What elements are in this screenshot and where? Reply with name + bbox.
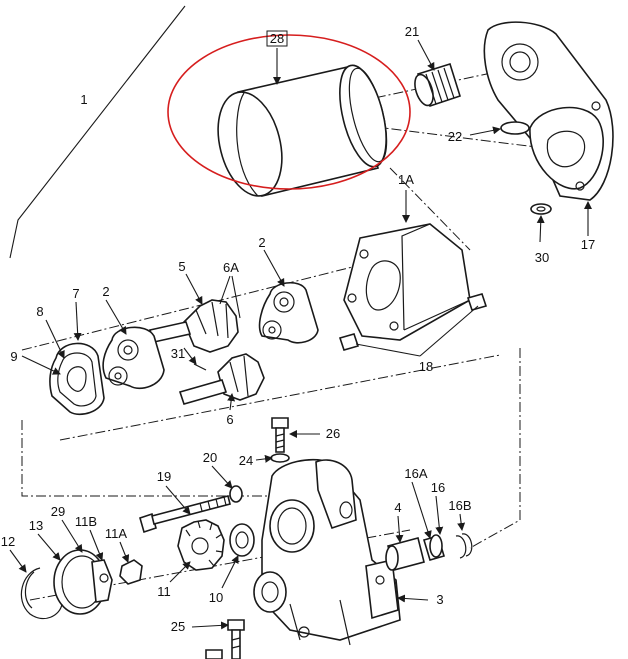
label-17: 17: [581, 237, 595, 252]
bolt-25: [227, 619, 245, 659]
filter-head: [483, 21, 614, 201]
label-6: 6: [226, 412, 233, 427]
driven-gear: [148, 299, 239, 353]
washer-30: [530, 203, 552, 215]
drive-gear: [178, 353, 265, 405]
bolt-26: [271, 417, 289, 453]
label-2-right: 2: [258, 235, 265, 250]
label-16: 16: [431, 480, 445, 495]
label-11B: 11B: [75, 514, 97, 529]
label-6A: 6A: [223, 260, 239, 275]
label-3: 3: [436, 592, 443, 607]
label-29: 29: [51, 504, 65, 519]
washer-20: [229, 485, 243, 503]
highlight-circle: [167, 34, 411, 190]
pump-housing: [253, 458, 401, 646]
label-10: 10: [209, 590, 223, 605]
label-7: 7: [72, 286, 79, 301]
retaining-clip: [119, 559, 143, 585]
long-bolt: [139, 495, 231, 534]
label-31: 31: [171, 346, 185, 361]
label-24: 24: [239, 453, 253, 468]
oil-filter: [217, 64, 388, 197]
label-19: 19: [157, 469, 171, 484]
seal-plate: [49, 342, 105, 416]
label-28: 28: [270, 31, 284, 46]
label-11: 11: [157, 584, 171, 599]
label-13: 13: [29, 518, 43, 533]
valve-spring-parts: [423, 533, 473, 561]
label-22: 22: [448, 129, 462, 144]
bolt-bottom-fragment: [205, 649, 223, 659]
callout-labels: 28 1 21 22 1A 30 17 5 6A 2 7 2 8 9 31 18…: [1, 24, 595, 634]
oil-seal: [229, 523, 255, 557]
label-2-left: 2: [102, 284, 109, 299]
label-4: 4: [394, 500, 401, 515]
label-9: 9: [10, 349, 17, 364]
label-16A: 16A: [404, 466, 427, 481]
label-5: 5: [178, 259, 185, 274]
label-20: 20: [203, 450, 217, 465]
label-16B: 16B: [448, 498, 471, 513]
o-ring-22: [500, 121, 530, 135]
label-1A: 1A: [398, 172, 414, 187]
bushing-block-left: [102, 326, 165, 390]
label-21: 21: [405, 24, 419, 39]
washer-24: [270, 453, 290, 463]
label-25: 25: [171, 619, 185, 634]
label-26: 26: [326, 426, 340, 441]
threaded-nipple: [414, 62, 461, 108]
end-cover: [53, 549, 113, 615]
snap-ring: [20, 567, 63, 619]
label-30: 30: [535, 250, 549, 265]
label-box-28: [266, 30, 288, 47]
spur-gear: [177, 519, 225, 571]
label-12: 12: [1, 534, 15, 549]
label-1: 1: [80, 92, 87, 107]
assembly-bracket: [9, 5, 186, 259]
label-11A: 11A: [105, 526, 127, 541]
pump-body: [343, 223, 471, 341]
bushing-block-right: [258, 282, 319, 344]
label-18: 18: [419, 359, 433, 374]
dowel-pins: [338, 293, 488, 351]
label-8: 8: [36, 304, 43, 319]
leader-lines: [9, 39, 592, 630]
relief-valve-plug: [385, 537, 425, 571]
